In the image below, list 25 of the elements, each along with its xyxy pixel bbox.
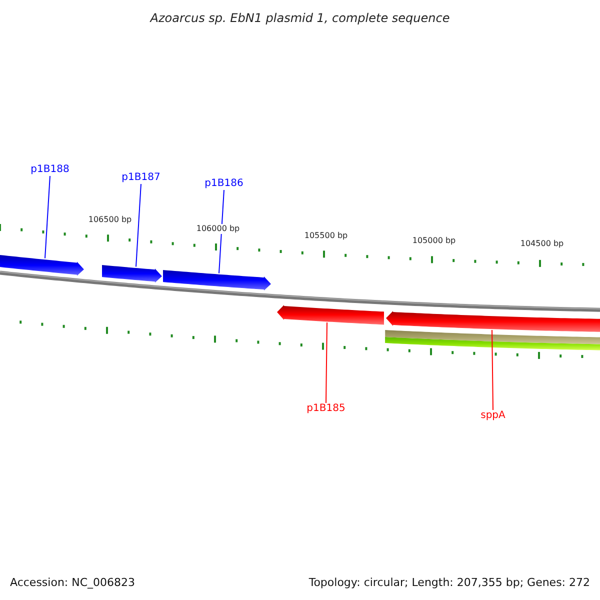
- scale-label: 106000 bp: [195, 224, 241, 234]
- footer-text: Accession: NC_006823: [10, 576, 136, 589]
- feature-band: [385, 330, 600, 344]
- scale-label: 106500 bp: [87, 215, 133, 225]
- leader-line: [136, 184, 142, 268]
- gene-feature: [277, 304, 384, 324]
- leader-line: [326, 322, 328, 404]
- gene-feature: [0, 254, 84, 276]
- footer-text: Topology: circular; Length: 207,355 bp; Genes: 272: [308, 576, 590, 589]
- gene-label: p1B186: [204, 178, 244, 190]
- gene-label: p1B185: [306, 403, 346, 415]
- gene-label: p1B188: [30, 164, 70, 176]
- scale-label: 105500 bp: [303, 231, 349, 241]
- leader-line: [492, 330, 494, 410]
- feature-band: [385, 336, 600, 350]
- gene-label: sppA: [480, 410, 506, 422]
- gene-feature: [386, 310, 600, 332]
- gene-label: p1B187: [122, 172, 160, 184]
- gene-feature: [163, 270, 271, 290]
- leader-line: [44, 176, 50, 259]
- scale-label: 104500 bp: [519, 239, 565, 249]
- map-title: Azoarcus sp. EbN1 plasmid 1, complete sequence: [148, 11, 451, 25]
- gene-feature: [102, 264, 162, 282]
- scale-label: 105000 bp: [411, 236, 457, 246]
- leader-line: [218, 190, 224, 274]
